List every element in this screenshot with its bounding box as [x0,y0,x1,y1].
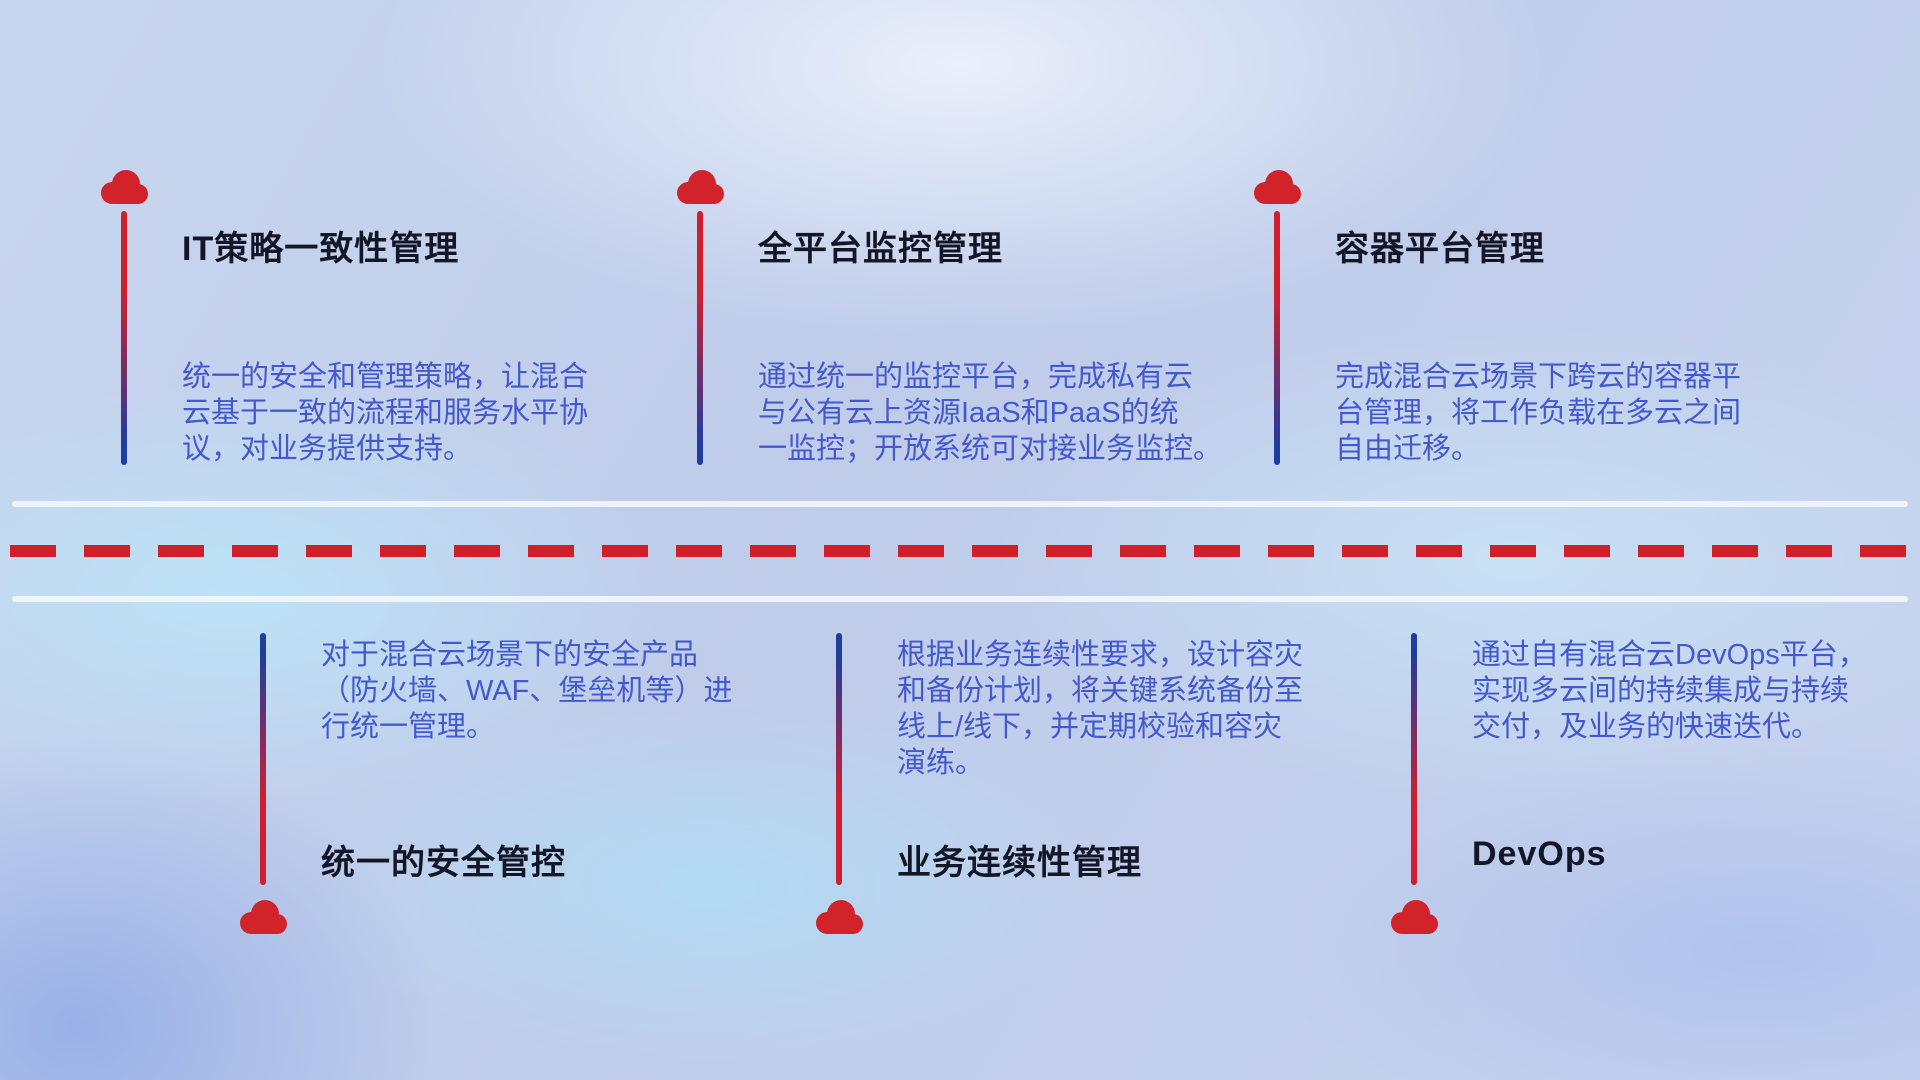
cloud-icon [672,167,728,207]
item-title: 统一的安全管控 [321,844,566,882]
item-description: 根据业务连续性要求，设计容灾 和备份计划，将关键系统备份至 线上/线下，并定期校… [897,639,1304,779]
item-it-policy-management: IT策略一致性管理 统一的安全和管理策略，让混合 云基于一致的流程和服务水平协 … [96,167,736,497]
connector-line [836,633,842,885]
cloud-icon [1249,167,1305,207]
item-title: IT策略一致性管理 [182,230,460,268]
item-unified-security: 对于混合云场景下的安全产品 （防火墙、WAF、堡垒机等）进 行统一管理。 统一的… [235,633,875,963]
divider-line-bottom [12,596,1908,602]
divider-line-top [12,501,1908,507]
connector-line [1411,633,1417,885]
item-description: 统一的安全和管理策略，让混合 云基于一致的流程和服务水平协 议，对业务提供支持。 [182,361,589,465]
item-description: 对于混合云场景下的安全产品 （防火墙、WAF、堡垒机等）进 行统一管理。 [321,639,733,743]
item-platform-monitoring: 全平台监控管理 通过统一的监控平台，完成私有云 与公有云上资源IaaS和PaaS… [672,167,1312,497]
connector-line [121,211,127,465]
connector-line [260,633,266,885]
item-description: 完成混合云场景下跨云的容器平 台管理，将工作负载在多云之间 自由迁移。 [1335,361,1742,465]
item-devops: 通过自有混合云DevOps平台， 实现多云间的持续集成与持续 交付，及业务的快速… [1386,633,1920,963]
cloud-icon [1386,897,1442,937]
item-container-platform: 容器平台管理 完成混合云场景下跨云的容器平 台管理，将工作负载在多云之间 自由迁… [1249,167,1889,497]
item-business-continuity: 根据业务连续性要求，设计容灾 和备份计划，将关键系统备份至 线上/线下，并定期校… [811,633,1451,963]
item-title: 容器平台管理 [1335,230,1545,268]
item-title: 全平台监控管理 [758,230,1003,268]
cloud-icon [811,897,867,937]
item-title: DevOps [1472,835,1607,873]
item-description: 通过自有混合云DevOps平台， 实现多云间的持续集成与持续 交付，及业务的快速… [1472,639,1867,743]
cloud-icon [96,167,152,207]
cloud-icon [235,897,291,937]
item-title: 业务连续性管理 [897,844,1142,882]
connector-line [1274,211,1280,465]
connector-line [697,211,703,465]
item-description: 通过统一的监控平台，完成私有云 与公有云上资源IaaS和PaaS的统 一监控；开… [758,361,1223,465]
dashed-timeline [10,545,1912,557]
